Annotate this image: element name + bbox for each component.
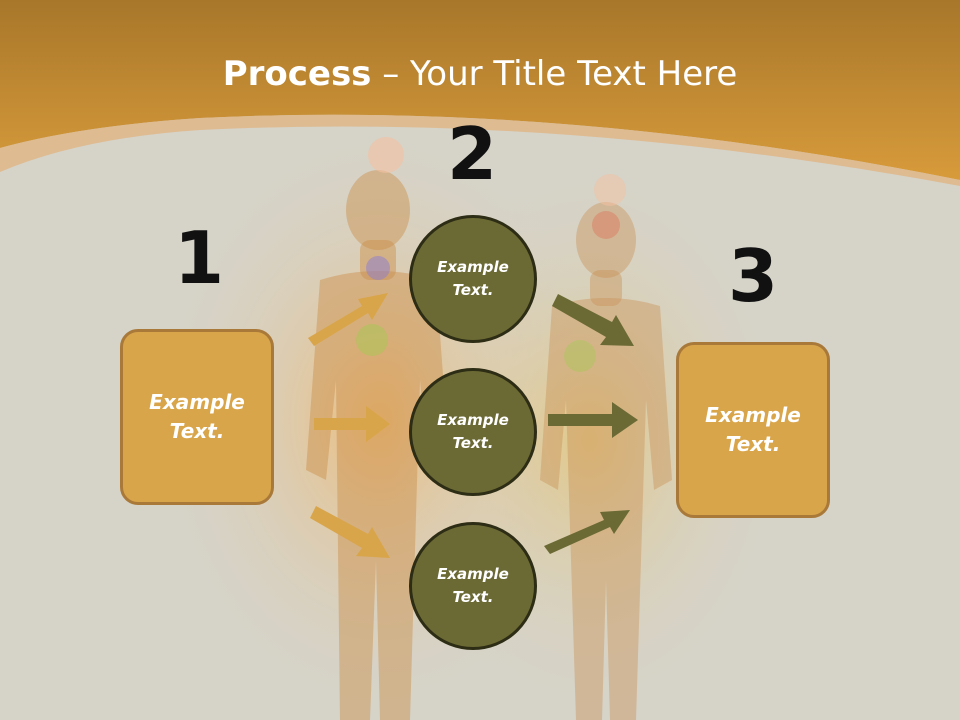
header-highlight <box>0 114 960 186</box>
title-rest: – Your Title Text Here <box>371 54 738 94</box>
circle-text: Example Text. <box>437 411 509 452</box>
figure-silhouette-left <box>306 170 450 720</box>
title-bold: Process <box>222 54 372 94</box>
step-number-2: 2 <box>446 112 498 196</box>
circle-text: Example Text. <box>437 565 509 606</box>
step-1-box-text: Example Text. <box>149 390 245 443</box>
step-number-3: 3 <box>727 234 779 318</box>
slide-title: Process – Your Title Text Here <box>0 52 960 96</box>
step-3-box: Example Text. <box>676 342 830 518</box>
step-2-circle-middle: Example Text. <box>409 368 537 496</box>
header-band <box>0 0 960 180</box>
step-3-box-text: Example Text. <box>705 403 801 456</box>
circle-text: Example Text. <box>437 258 509 299</box>
step-number-1: 1 <box>173 216 225 300</box>
step-2-circle-top: Example Text. <box>409 215 537 343</box>
step-1-box: Example Text. <box>120 329 274 505</box>
step-2-circle-bottom: Example Text. <box>409 522 537 650</box>
